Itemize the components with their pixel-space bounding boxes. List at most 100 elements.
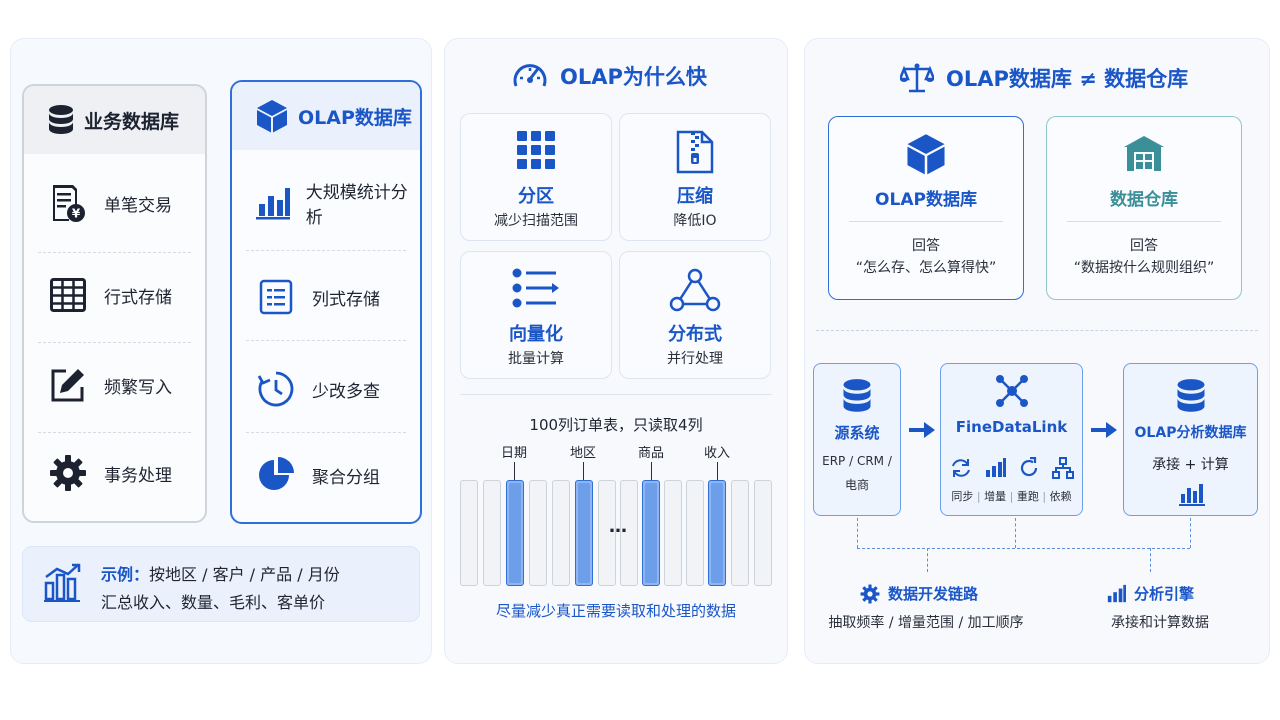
step-separator: | xyxy=(1042,490,1047,503)
step-label: 增量 xyxy=(984,490,1007,503)
balance-scale-icon xyxy=(900,62,934,94)
business-db-title: 业务数据库 xyxy=(84,110,180,133)
list-item: 行式存储 xyxy=(36,250,193,340)
dev-chain-title: 数据开发链路 xyxy=(888,585,979,603)
table-column xyxy=(460,480,478,586)
cube-icon xyxy=(906,133,946,175)
hub-network-icon xyxy=(995,374,1029,408)
table-column xyxy=(483,480,501,586)
tile-desc: 并行处理 xyxy=(667,351,723,367)
example-text: 示例：按地区 / 客户 / 产品 / 月份 汇总收入、数量、毛利、客单价 xyxy=(101,561,340,617)
table-caption: 100列订单表，只读取4列 xyxy=(529,416,703,434)
tile-title: 分布式 xyxy=(668,324,722,345)
database-icon xyxy=(841,378,873,414)
target-title: OLAP分析数据库 xyxy=(1134,425,1247,441)
row-label: 列式存储 xyxy=(312,289,380,310)
panel2-title: OLAP为什么快 xyxy=(512,60,707,92)
edit-icon xyxy=(46,367,90,403)
tile-title: 压缩 xyxy=(677,186,713,207)
table-grid-icon xyxy=(46,278,90,312)
fdl-title: FineDataLink xyxy=(955,418,1068,436)
row-label: 大规模统计分析 xyxy=(305,183,408,228)
example-box: 示例：按地区 / 客户 / 产品 / 月份 汇总收入、数量、毛利、客单价 xyxy=(22,546,420,622)
arrow-right-icon xyxy=(908,420,936,440)
table-column xyxy=(754,480,772,586)
speedometer-icon xyxy=(512,60,548,92)
tile-desc: 减少扫描范围 xyxy=(494,213,578,229)
row-label: 频繁写入 xyxy=(104,377,172,398)
answer-text: “数据按什么规则组织” xyxy=(1073,260,1215,276)
bar-chart-icon xyxy=(254,186,292,220)
row-label: 聚合分组 xyxy=(312,467,380,488)
business-db-header: 业务数据库 xyxy=(24,86,205,154)
table-column-selected xyxy=(575,480,593,586)
divider xyxy=(849,221,1003,222)
table-column-selected xyxy=(506,480,524,586)
example-line-1: 按地区 / 客户 / 产品 / 月份 xyxy=(149,565,340,584)
fdl-steps: 同步 | 增量 | 重跑 | 依赖 xyxy=(941,488,1082,504)
rerun-icon xyxy=(1018,457,1040,479)
card-title: 数据仓库 xyxy=(1110,190,1178,210)
arrow-right-icon xyxy=(1090,420,1118,440)
source-system-box: 源系统 ERP / CRM / 电商 xyxy=(813,363,901,516)
row-label: 行式存储 xyxy=(104,287,172,308)
step-label: 依赖 xyxy=(1049,490,1072,503)
tile-desc: 降低IO xyxy=(673,213,717,229)
bar-chart-icon xyxy=(1179,482,1205,506)
dependency-tree-icon xyxy=(1052,457,1074,479)
divider xyxy=(246,432,406,433)
step-label: 同步 xyxy=(951,490,974,503)
column-pointer xyxy=(717,462,718,480)
panel2-title-text: OLAP为什么快 xyxy=(560,65,707,89)
column-pointer xyxy=(514,462,515,480)
connector-line xyxy=(857,548,1190,549)
row-label: 少改多查 xyxy=(312,381,380,402)
table-column xyxy=(529,480,547,586)
tile-distributed: 分布式 并行处理 xyxy=(619,251,771,379)
table-column xyxy=(598,480,616,586)
connector-line xyxy=(1015,518,1016,548)
table-column xyxy=(686,480,704,586)
step-label: 重跑 xyxy=(1016,490,1039,503)
list-item: 聚合分组 xyxy=(244,430,408,520)
column-label: 商品 xyxy=(637,446,664,461)
clock-refresh-icon xyxy=(254,370,298,408)
list-item: 列式存储 xyxy=(244,252,408,342)
analysis-engine-title: 分析引擎 xyxy=(1134,585,1195,603)
sync-icon xyxy=(950,457,972,479)
growth-chart-icon xyxy=(43,563,83,603)
divider xyxy=(246,250,406,251)
column-pointer xyxy=(583,462,584,480)
business-db-card: 业务数据库 ¥ 单笔交易 行式存储 频繁写入 事务处理 xyxy=(22,84,207,523)
tile-title: 分区 xyxy=(518,186,554,207)
table-column-selected xyxy=(708,480,726,586)
panel3-title-text: OLAP数据库 ≠ 数据仓库 xyxy=(946,67,1189,91)
columns-doc-icon xyxy=(254,279,298,315)
panel2-footer: 尽量减少真正需要读取和处理的数据 xyxy=(495,602,736,620)
step-separator: | xyxy=(1009,490,1014,503)
table-column xyxy=(731,480,749,586)
answer-text: “怎么存、怎么算得快” xyxy=(855,260,997,276)
olap-answer-card: OLAP数据库 回答 “怎么存、怎么算得快” xyxy=(828,116,1024,300)
table-column-selected xyxy=(642,480,660,586)
divider xyxy=(38,342,191,343)
pie-chart-icon xyxy=(254,456,298,494)
database-icon xyxy=(1175,378,1207,414)
tile-desc: 批量计算 xyxy=(508,351,564,367)
answer-label: 回答 xyxy=(912,238,940,254)
olap-db-header: OLAP数据库 xyxy=(232,82,420,150)
dw-answer-card: 数据仓库 回答 “数据按什么规则组织” xyxy=(1046,116,1242,300)
bar-chart-icon xyxy=(1106,584,1126,604)
gear-icon xyxy=(860,584,880,604)
column-label: 日期 xyxy=(500,446,527,461)
list-item: 少改多查 xyxy=(244,344,408,434)
column-pointer xyxy=(651,462,652,480)
tile-partition: 分区 减少扫描范围 xyxy=(460,113,612,241)
vector-list-icon xyxy=(461,268,611,308)
tile-vectorization: 向量化 批量计算 xyxy=(460,251,612,379)
table-column xyxy=(620,480,638,586)
gear-icon xyxy=(46,454,90,492)
dev-chain-label: 数据开发链路 xyxy=(860,583,978,604)
receipt-yen-icon: ¥ xyxy=(46,183,90,223)
analysis-engine-label: 分析引擎 xyxy=(1106,583,1194,604)
